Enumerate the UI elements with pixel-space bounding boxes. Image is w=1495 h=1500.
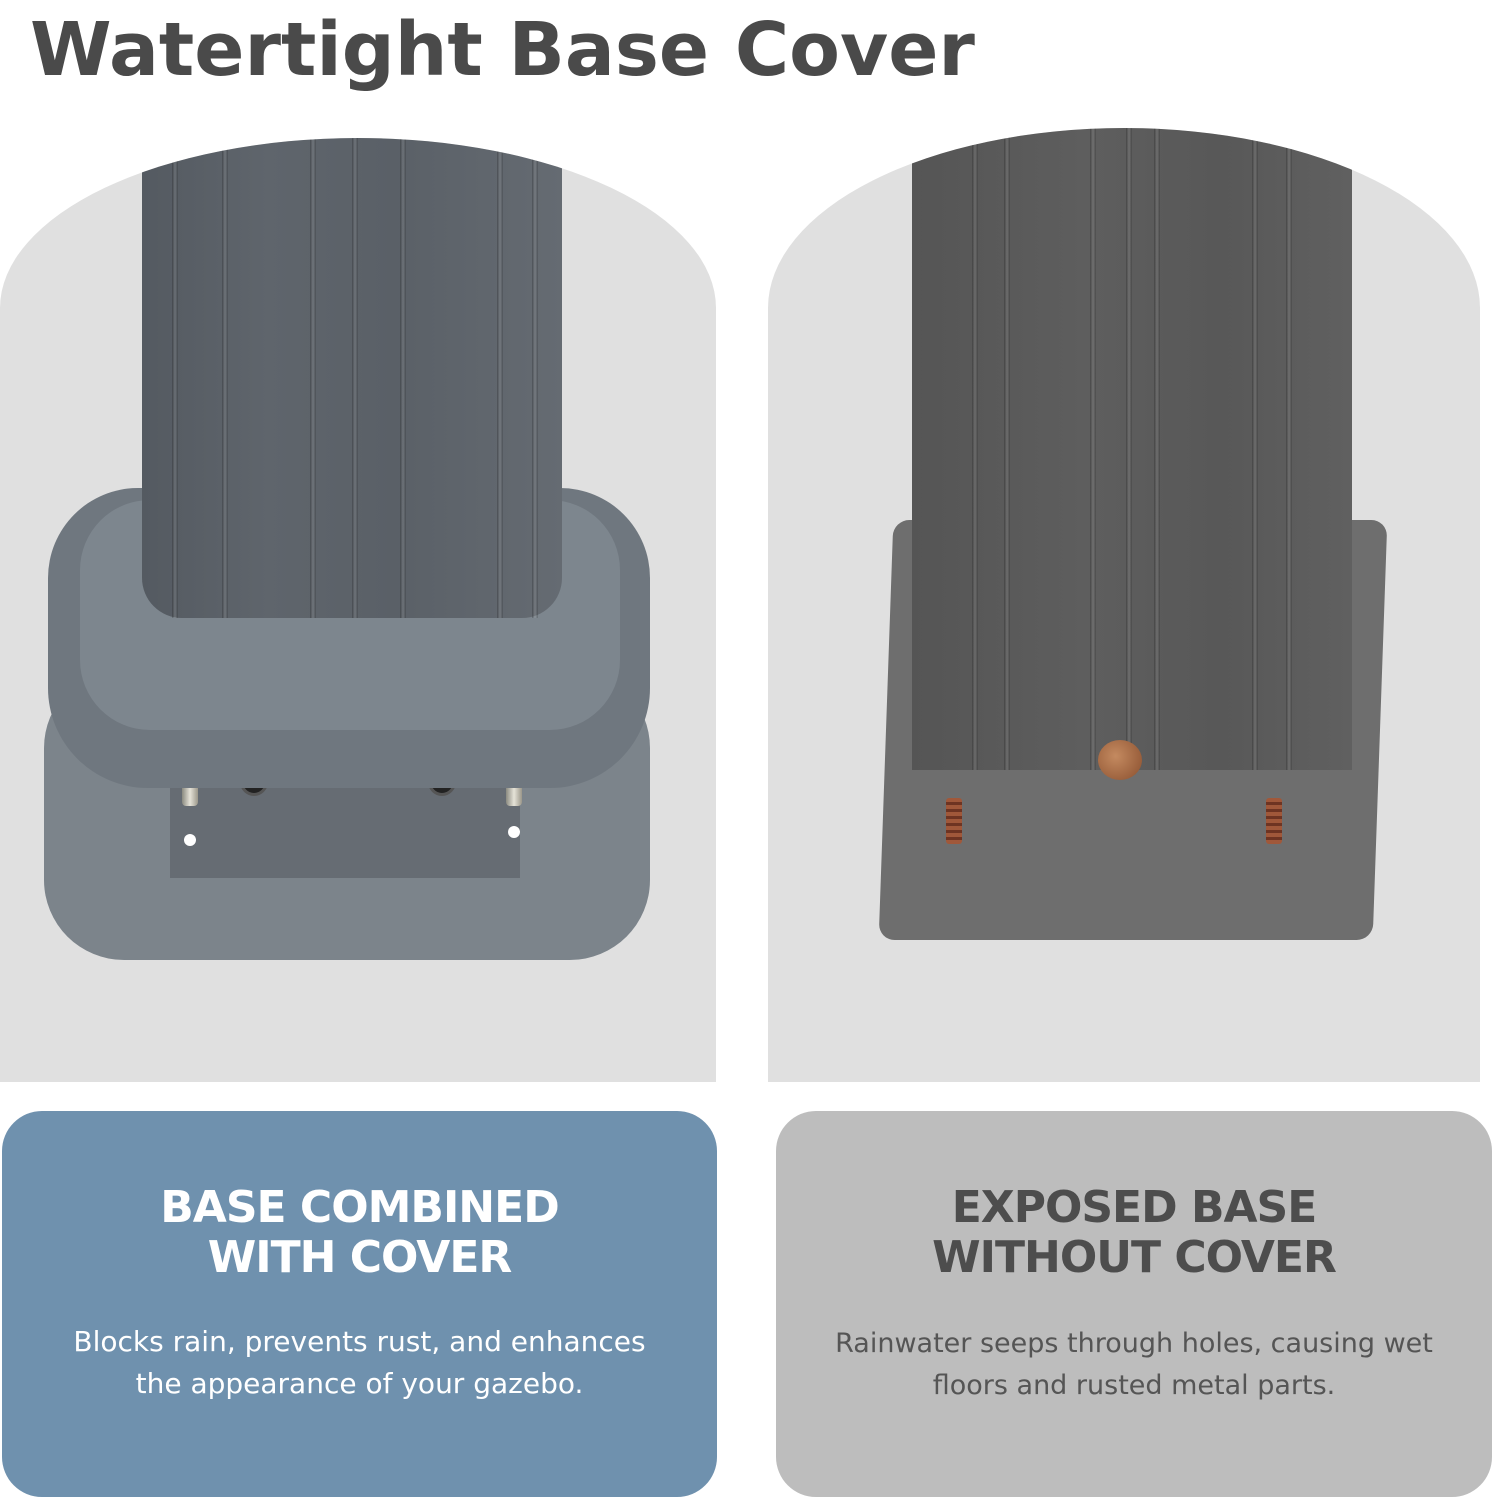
card-without-cover: EXPOSED BASE WITHOUT COVER Rainwater see…: [776, 1111, 1492, 1497]
rusted-rivet-icon: [1098, 740, 1142, 780]
rusted-bolt-icon: [1266, 798, 1282, 844]
image-without-cover: [768, 128, 1480, 1082]
card-with-cover: BASE COMBINED WITH COVER Blocks rain, pr…: [2, 1111, 717, 1497]
post: [142, 138, 562, 618]
card-description: Rainwater seeps through holes, causing w…: [835, 1328, 1433, 1401]
card-heading: BASE COMBINED WITH COVER: [160, 1182, 559, 1283]
card-heading: EXPOSED BASE WITHOUT COVER: [932, 1182, 1337, 1283]
bolt-hole: [184, 834, 196, 846]
image-with-cover: [0, 138, 716, 1082]
post: [912, 128, 1352, 770]
rusted-bolt-icon: [946, 798, 962, 844]
bolt-hole: [508, 826, 520, 838]
page-title: Watertight Base Cover: [30, 7, 975, 93]
card-description: Blocks rain, prevents rust, and enhances…: [73, 1325, 646, 1400]
